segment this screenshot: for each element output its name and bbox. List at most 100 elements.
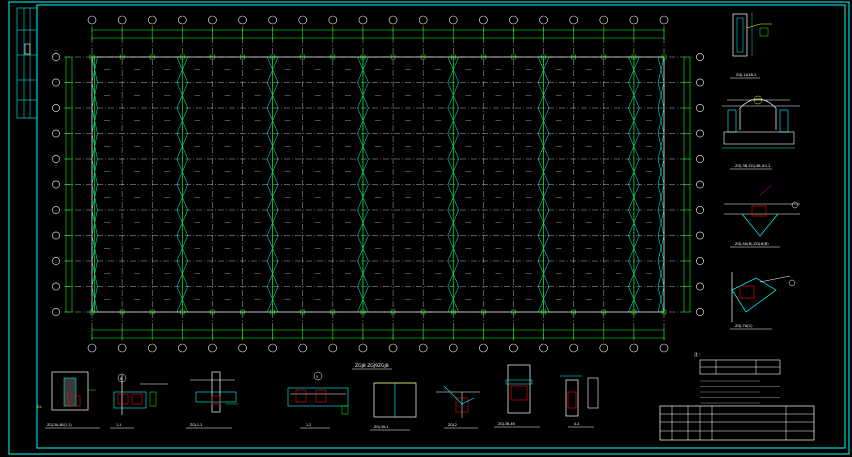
plan-title-text: ZGJ8 ZGJ9ZGJ8 xyxy=(355,363,389,369)
detail-bottom-3[interactable]: ZGJ-1-2 xyxy=(186,371,238,429)
axis-bubble-top xyxy=(509,15,518,25)
axis-bubble-top xyxy=(268,15,277,25)
axis-bubble-bottom xyxy=(238,343,247,353)
axis-bubble-bottom xyxy=(147,343,157,353)
axis-bubble-right xyxy=(696,78,704,87)
axis-bubble-right xyxy=(696,155,704,163)
bracing-member xyxy=(657,107,665,134)
detail-bottom-6-caption: ZGJ-2 xyxy=(448,423,457,427)
axis-bubble-left xyxy=(52,257,60,265)
detail-bottom-7-caption: ZGJ-3B-4B xyxy=(498,422,516,426)
notes-heading: 注 : xyxy=(694,351,701,357)
axis-bubble-bottom xyxy=(539,343,548,353)
axis-bubble-bottom xyxy=(629,343,639,353)
axis-bubble-top xyxy=(539,15,548,25)
axis-bubble-top xyxy=(599,15,609,25)
axis-bubble-right xyxy=(696,180,704,189)
axis-bubble-top xyxy=(358,15,368,25)
axis-bubble-top xyxy=(87,15,97,25)
axis-bubble-bottom xyxy=(479,343,488,353)
axis-bubble-top xyxy=(178,15,187,25)
detail-bottom-8-caption: 4-4 xyxy=(574,422,579,426)
axis-bubble-right xyxy=(696,206,704,214)
detail-right-2[interactable]: ZGJ-3B,ZGJ-4B,XG-2 xyxy=(722,95,800,170)
title-block xyxy=(659,405,815,441)
axis-bubble-left xyxy=(52,129,60,138)
axis-bubble-bottom xyxy=(599,343,609,353)
notes-lines xyxy=(700,380,780,404)
axis-bubble-top xyxy=(448,15,458,25)
detail-bottom-6[interactable]: ZGJ-2 xyxy=(436,385,480,429)
axis-bubble-bottom xyxy=(178,343,187,353)
detail-right-3-caption: ZGJ-4A(B),ZGJ-6(B) xyxy=(735,242,769,246)
axis-bubble-top xyxy=(117,15,127,25)
detail-right-1-caption: ZGJ-1A1B-2 xyxy=(736,73,757,77)
sheet-inner-frame xyxy=(36,4,846,449)
axis-bubble-left xyxy=(52,206,60,214)
detail-bottom-5[interactable]: ZGJ-3A-1 xyxy=(370,382,417,431)
detail-bottom-3-caption: ZGJ-1-2 xyxy=(190,423,202,427)
axis-bubble-top xyxy=(569,15,578,25)
axis-bubble-bottom xyxy=(569,343,578,353)
detail-right-2-caption: ZGJ-3B,ZGJ-4B,XG-2 xyxy=(735,164,771,168)
axis-bubble-left xyxy=(52,155,60,163)
bracing-member xyxy=(657,235,665,262)
axis-bubble-bottom xyxy=(418,343,428,353)
binding-strip xyxy=(16,7,38,119)
detail-bottom-1-caption: ZGJ-3A-4B(1-1) xyxy=(47,423,72,427)
bracing-member xyxy=(657,158,665,185)
axis-bubble-left xyxy=(52,104,60,112)
detail-bottom-5-caption: ZGJ-3A-1 xyxy=(374,425,388,429)
bracing-member xyxy=(657,184,665,211)
axis-bubble-left xyxy=(52,53,60,61)
bracing-member xyxy=(657,133,665,160)
axis-bubble-top xyxy=(659,15,669,25)
detail-bottom-2-tag: 6 xyxy=(120,377,122,381)
axis-bubble-top xyxy=(479,15,488,25)
detail-right-4[interactable]: ZGJ-7A(C) xyxy=(730,272,796,330)
axis-bubble-bottom xyxy=(268,343,277,353)
axis-bubble-bottom xyxy=(448,343,458,353)
detail-bottom-2-caption: 1-1 xyxy=(116,423,121,427)
detail-bottom-2[interactable]: 6 1-1 xyxy=(110,373,168,429)
detail-bottom-4[interactable]: 5 1-2 xyxy=(287,371,349,429)
sheet-outer-frame xyxy=(8,1,850,455)
detail-right-3[interactable]: ZGJ-4A(B),ZGJ-6(B) xyxy=(724,184,800,248)
axis-bubble-bottom xyxy=(659,343,669,353)
axis-bubble-right xyxy=(696,104,704,112)
axis-bubble-left xyxy=(52,180,60,189)
axis-bubble-bottom xyxy=(208,343,217,353)
axis-bubble-bottom xyxy=(388,343,398,353)
axis-bubble-left xyxy=(52,308,60,316)
axis-bubble-right xyxy=(696,53,704,61)
axis-bubble-top xyxy=(629,15,639,25)
detail-bottom-1[interactable]: GJ- ZGJ-3A-4B(1-1) xyxy=(37,371,100,429)
axis-bubble-right xyxy=(696,129,704,138)
axis-bubble-top xyxy=(298,15,308,25)
axis-bubble-bottom xyxy=(328,343,338,353)
detail-right-1[interactable]: ZGJ-1A1B-2 xyxy=(730,12,772,79)
axis-bubble-left xyxy=(52,231,60,240)
axis-bubble-right xyxy=(696,282,704,291)
axis-bubble-bottom xyxy=(358,343,368,353)
bracing-member xyxy=(657,286,665,313)
detail-bottom-8[interactable]: 4-4 xyxy=(560,375,599,428)
detail-bottom-4-tag: 5 xyxy=(316,375,318,379)
axis-bubble-top xyxy=(388,15,398,25)
axis-bubble-top xyxy=(147,15,157,25)
axis-bubble-bottom xyxy=(117,343,127,353)
axis-bubble-left xyxy=(52,282,60,291)
bracing-member xyxy=(657,82,665,109)
bracing-member xyxy=(657,56,665,83)
axis-bubble-left xyxy=(52,78,60,87)
axis-bubble-right xyxy=(696,257,704,265)
axis-bubble-bottom xyxy=(509,343,518,353)
axis-bubble-bottom xyxy=(298,343,308,353)
axis-bubble-bottom xyxy=(87,343,97,353)
detail-bottom-7[interactable]: ZGJ-3B-4B xyxy=(494,364,540,428)
axis-bubble-top xyxy=(208,15,217,25)
roof-bracing-plan[interactable] xyxy=(52,15,704,353)
plan-title: ZGJ8 ZGJ9ZGJ8 xyxy=(352,363,392,370)
axis-bubble-right xyxy=(696,231,704,240)
